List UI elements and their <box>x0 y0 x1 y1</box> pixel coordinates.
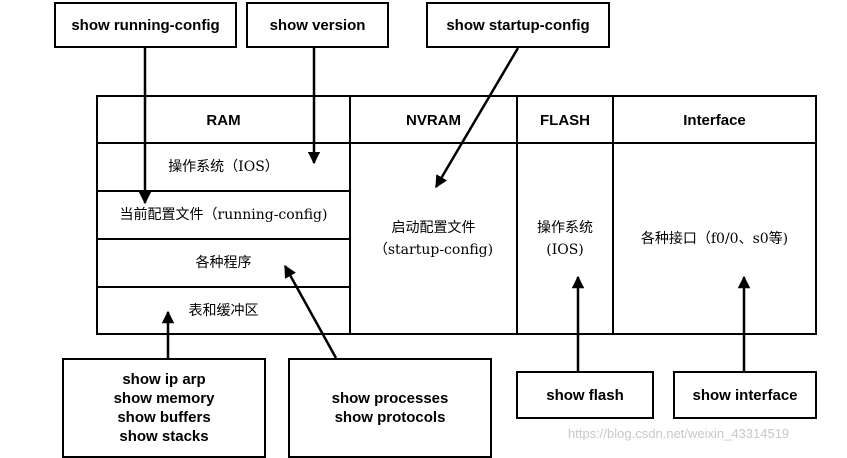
arrow-startup-config <box>434 47 520 189</box>
show-processes-box: show processes show protocols <box>288 358 492 458</box>
show-interface-label: show interface <box>692 386 798 404</box>
watermark: https://blog.csdn.net/weixin_43314519 <box>568 426 790 441</box>
show-flash-label: show flash <box>546 386 624 404</box>
ram-cell-ios: 操作系统（IOS） <box>168 159 279 175</box>
header-flash: FLASH <box>540 111 590 129</box>
show-ip-arp-label: show ip arp <box>122 371 206 388</box>
show-interface-box: show interface <box>673 371 817 419</box>
ram-cell-programs: 各种程序 <box>195 255 252 271</box>
show-startup-config-box: show startup-config <box>426 2 610 48</box>
show-flash-box: show flash <box>516 371 654 419</box>
nvram-line-2: （startup-config) <box>373 241 494 258</box>
flash-line-1: 操作系统 <box>537 219 593 236</box>
flash-cell: 操作系统 (IOS) <box>518 144 612 333</box>
ram-row-divider <box>98 286 349 288</box>
show-stacks-label: show stacks <box>119 428 209 445</box>
ram-cell-tables-buffers: 表和缓冲区 <box>188 302 259 319</box>
divider-ram-nvram <box>349 97 351 333</box>
show-ram-commands-box: show ip arp show memory show buffers sho… <box>62 358 266 458</box>
show-running-config-box: show running-config <box>54 2 237 48</box>
show-startup-config-label: show startup-config <box>446 16 590 34</box>
interface-cell: 各种接口（f0/0、s0等) <box>640 230 789 247</box>
flash-line-2: (IOS) <box>546 241 584 258</box>
show-memory-label: show memory <box>113 390 215 407</box>
header-ram: RAM <box>206 111 241 129</box>
ram-row-divider <box>98 238 349 240</box>
header-nvram: NVRAM <box>406 111 461 129</box>
nvram-cell: 启动配置文件 （startup-config) <box>351 144 516 333</box>
divider-nvram-flash <box>516 97 518 333</box>
ram-cell-running-config: 当前配置文件（running-config) <box>119 207 328 223</box>
nvram-line-1: 启动配置文件 <box>391 219 476 236</box>
header-interface: Interface <box>683 111 746 129</box>
header-divider <box>98 142 815 144</box>
show-running-config-label: show running-config <box>71 16 220 34</box>
ram-row-divider <box>98 190 349 192</box>
divider-flash-interface <box>612 97 614 333</box>
show-processes-label: show processes <box>331 390 449 407</box>
show-protocols-label: show protocols <box>334 409 446 426</box>
show-version-label: show version <box>269 16 366 34</box>
show-buffers-label: show buffers <box>117 409 211 426</box>
show-version-box: show version <box>246 2 389 48</box>
memory-table: RAM NVRAM FLASH Interface 操作系统（IOS） 当前配置… <box>96 95 817 335</box>
arrow-processes <box>283 264 338 359</box>
